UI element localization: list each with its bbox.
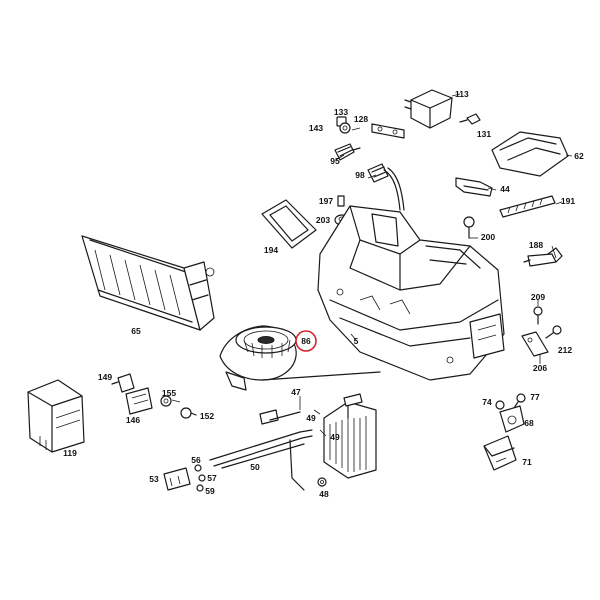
part-77-screw[interactable] — [513, 393, 526, 409]
part-68-valve[interactable] — [499, 405, 525, 433]
callout-146[interactable]: 146 — [126, 415, 140, 425]
callout-197[interactable]: 197 — [319, 196, 333, 206]
callout-206[interactable]: 206 — [533, 363, 547, 373]
part-206-bracket[interactable] — [521, 331, 549, 357]
callout-149[interactable]: 149 — [98, 372, 112, 382]
part-146-connector[interactable] — [125, 387, 153, 415]
callout-5[interactable]: 5 — [354, 336, 359, 346]
callout-71[interactable]: 71 — [522, 457, 532, 467]
part-50-pipes[interactable] — [209, 429, 313, 491]
callout-86[interactable]: 86 — [301, 336, 311, 346]
part-98-actuator[interactable] — [367, 163, 405, 211]
part-197-bolt[interactable] — [337, 195, 345, 207]
callout-57[interactable]: 57 — [207, 473, 217, 483]
callout-53[interactable]: 53 — [149, 474, 159, 484]
callout-203[interactable]: 203 — [316, 215, 330, 225]
callout-98[interactable]: 98 — [355, 170, 365, 180]
callout-194[interactable]: 194 — [264, 245, 278, 255]
part-131-screw[interactable] — [459, 113, 481, 125]
callout-44[interactable]: 44 — [500, 184, 510, 194]
part-57-oring[interactable] — [198, 474, 206, 482]
callout-49-lower[interactable]: 49 — [330, 432, 340, 442]
part-212-screw[interactable] — [545, 325, 562, 339]
part-200-screw[interactable] — [463, 216, 475, 239]
part-152-plug[interactable] — [180, 407, 197, 419]
callout-labels: 113 133 143 128 131 62 95 98 44 197 203 … — [63, 89, 584, 499]
callout-188[interactable]: 188 — [529, 240, 543, 250]
part-65-heater-core[interactable] — [81, 235, 215, 331]
callout-62[interactable]: 62 — [574, 151, 584, 161]
part-128-bracket[interactable] — [371, 123, 405, 139]
part-74-nut[interactable] — [495, 400, 505, 410]
callout-152[interactable]: 152 — [200, 411, 214, 421]
part-149-relay[interactable] — [111, 373, 135, 393]
part-48-oring[interactable] — [317, 477, 327, 487]
part-143-washer[interactable] — [339, 122, 351, 134]
part-44-bracket[interactable] — [455, 177, 493, 197]
part-119-control-unit[interactable] — [27, 379, 85, 453]
part-5-housing[interactable] — [317, 205, 505, 381]
callout-155[interactable]: 155 — [162, 388, 176, 398]
callout-48[interactable]: 48 — [319, 489, 329, 499]
callout-143[interactable]: 143 — [309, 123, 323, 133]
callout-200[interactable]: 200 — [481, 232, 495, 242]
part-56-oring[interactable] — [194, 464, 202, 472]
part-86-blower-motor[interactable] — [219, 325, 297, 391]
callout-212[interactable]: 212 — [558, 345, 572, 355]
part-62-cover[interactable] — [491, 131, 573, 177]
callout-47[interactable]: 47 — [291, 387, 301, 397]
callout-77[interactable]: 77 — [530, 392, 540, 402]
callout-131[interactable]: 131 — [477, 129, 491, 139]
callout-113[interactable]: 113 — [455, 89, 469, 99]
part-95-actuator[interactable] — [334, 143, 361, 161]
part-47-bracket-frame[interactable] — [259, 371, 381, 425]
part-71-valve-body[interactable] — [483, 435, 517, 471]
callout-50[interactable]: 50 — [250, 462, 260, 472]
callout-59[interactable]: 59 — [205, 486, 215, 496]
part-59-oring[interactable] — [196, 484, 204, 492]
callout-68[interactable]: 68 — [524, 418, 534, 428]
part-49-evaporator[interactable] — [323, 393, 377, 479]
part-194-seal[interactable] — [261, 199, 317, 249]
part-191-strip[interactable] — [499, 195, 556, 218]
callout-56[interactable]: 56 — [191, 455, 201, 465]
callout-119[interactable]: 119 — [63, 448, 77, 458]
callout-128[interactable]: 128 — [354, 114, 368, 124]
callout-191[interactable]: 191 — [561, 196, 575, 206]
part-209-screw[interactable] — [533, 306, 543, 325]
callout-74[interactable]: 74 — [482, 397, 492, 407]
callout-49-upper[interactable]: 49 — [306, 413, 316, 423]
part-188-sensor[interactable] — [523, 247, 563, 267]
part-155-nut[interactable] — [160, 395, 172, 407]
callout-95[interactable]: 95 — [330, 156, 340, 166]
callout-65[interactable]: 65 — [131, 326, 141, 336]
part-113-control-module[interactable] — [404, 89, 461, 129]
leader-lines — [171, 127, 563, 437]
part-53-connector[interactable] — [163, 467, 191, 491]
callout-133[interactable]: 133 — [334, 107, 348, 117]
highlight-ring-86 — [295, 330, 317, 352]
callout-209[interactable]: 209 — [531, 292, 545, 302]
